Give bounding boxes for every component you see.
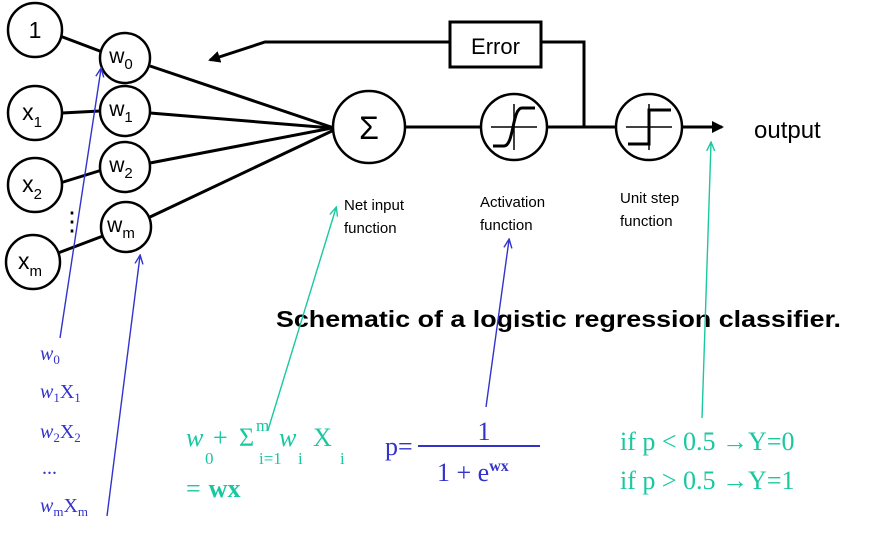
input-bias-label: 1 <box>29 17 42 43</box>
sigmoid-curve-icon <box>493 106 535 148</box>
input-x2-base: x <box>22 171 34 197</box>
weight-wm-base: w <box>106 214 123 237</box>
weight-wm-sub: m <box>122 225 135 242</box>
input-node-x2: x2 <box>6 156 64 214</box>
weight-w2-base: w <box>108 154 125 177</box>
input-x2-sub: 2 <box>34 186 42 203</box>
formula-line2: =wx <box>186 474 240 503</box>
input-ellipsis: ⋮ <box>59 206 85 236</box>
svg-text:w2: w2 <box>108 154 133 182</box>
input-node-x1: x1 <box>6 84 64 142</box>
annotation-arrow-w0 <box>59 69 101 339</box>
probability-formula: p= 1 1 + ewx <box>385 417 540 487</box>
weight-term-1: w1X1 <box>40 381 81 405</box>
annotation-arrow-activation <box>485 240 509 408</box>
formula-x: X <box>313 423 332 452</box>
weight-term-ellipsis: ... <box>42 457 57 479</box>
unit-step-node <box>614 92 684 162</box>
wire-xm-wm <box>57 234 104 255</box>
decision-rule-0: if p < 0.5 →Y=0 <box>620 427 795 456</box>
input-node-bias: 1 <box>6 1 64 59</box>
wire-w0-sum <box>149 64 335 130</box>
net-input-formula: w 0 + Σ m i=1 w i X i =wx <box>186 416 345 503</box>
diagram-title: Schematic of a logistic regression class… <box>276 306 841 332</box>
weight-node-wm: wm <box>99 200 153 254</box>
input-x1-base: x <box>22 99 34 125</box>
svg-text:w0: w0 <box>108 45 133 73</box>
unit-step-caption: Unit step function <box>620 190 683 230</box>
weight-w0-sub: 0 <box>124 56 132 73</box>
error-label: Error <box>471 34 520 59</box>
weight-w2-sub: 2 <box>124 165 132 182</box>
wire-error-feedback <box>541 40 586 127</box>
svg-text:wm: wm <box>106 214 135 242</box>
probability-denominator: 1 + ewx <box>437 458 509 487</box>
annotation-arrow-wm <box>106 256 140 517</box>
svg-text:w1: w1 <box>108 98 133 126</box>
wire-wm-sum <box>149 128 335 219</box>
net-input-node: Σ <box>331 89 407 165</box>
weight-w0-base: w <box>108 45 125 68</box>
weight-node-w0: w0 <box>98 31 152 85</box>
weight-term-0: w0 <box>40 343 60 367</box>
activation-caption: Activation function <box>480 194 549 234</box>
annotation-arrow-net-input <box>267 208 336 431</box>
input-xm-base: x <box>18 248 30 274</box>
wire-w2-sum <box>149 126 333 165</box>
formula-wi: w <box>279 423 297 452</box>
decision-rule-1: if p > 0.5 →Y=1 <box>620 466 795 495</box>
wire-bias-w0 <box>59 34 106 55</box>
formula-plus: + <box>213 423 228 452</box>
formula-wi-sub: i <box>298 449 303 468</box>
output-label: output <box>754 117 821 144</box>
weight-term-2: w2X2 <box>40 421 81 445</box>
weight-terms-list: w0 w1X1 w2X2 ... wmXm <box>40 343 88 519</box>
formula-x-sub: i <box>340 449 345 468</box>
step-function-icon <box>628 108 671 146</box>
error-box <box>448 20 543 69</box>
weight-w1-base: w <box>108 98 125 121</box>
input-xm-sub: m <box>30 263 43 280</box>
probability-lhs: p= <box>385 432 413 461</box>
wire-w1-sum <box>149 111 333 130</box>
svg-text:x2: x2 <box>22 171 42 203</box>
weight-node-w1: w1 <box>98 84 152 138</box>
net-input-caption: Net input function <box>344 197 408 237</box>
wire-x1-w1 <box>61 109 101 115</box>
wire-error-back-arrow <box>208 40 450 63</box>
formula-w: w <box>186 423 204 452</box>
svg-text:x1: x1 <box>22 99 42 131</box>
weight-term-m: wmXm <box>40 495 88 519</box>
sum-symbol: Σ <box>359 110 379 146</box>
input-x1-sub: 1 <box>34 114 42 131</box>
input-node-xm: xm <box>4 233 62 291</box>
activation-node <box>479 92 549 162</box>
weight-node-w2: w2 <box>98 140 152 194</box>
decision-rules: if p < 0.5 →Y=0 if p > 0.5 →Y=1 <box>620 427 795 495</box>
probability-numerator: 1 <box>478 417 491 446</box>
wire-x2-w2 <box>59 168 103 185</box>
weight-w1-sub: 1 <box>124 109 132 126</box>
formula-sigma: Σ <box>239 423 254 452</box>
annotation-arrow-step <box>701 143 711 419</box>
svg-text:xm: xm <box>18 248 42 280</box>
formula-sigma-sup: m <box>256 416 269 435</box>
formula-w-sub: 0 <box>205 449 214 468</box>
formula-sigma-sub: i=1 <box>259 449 282 468</box>
